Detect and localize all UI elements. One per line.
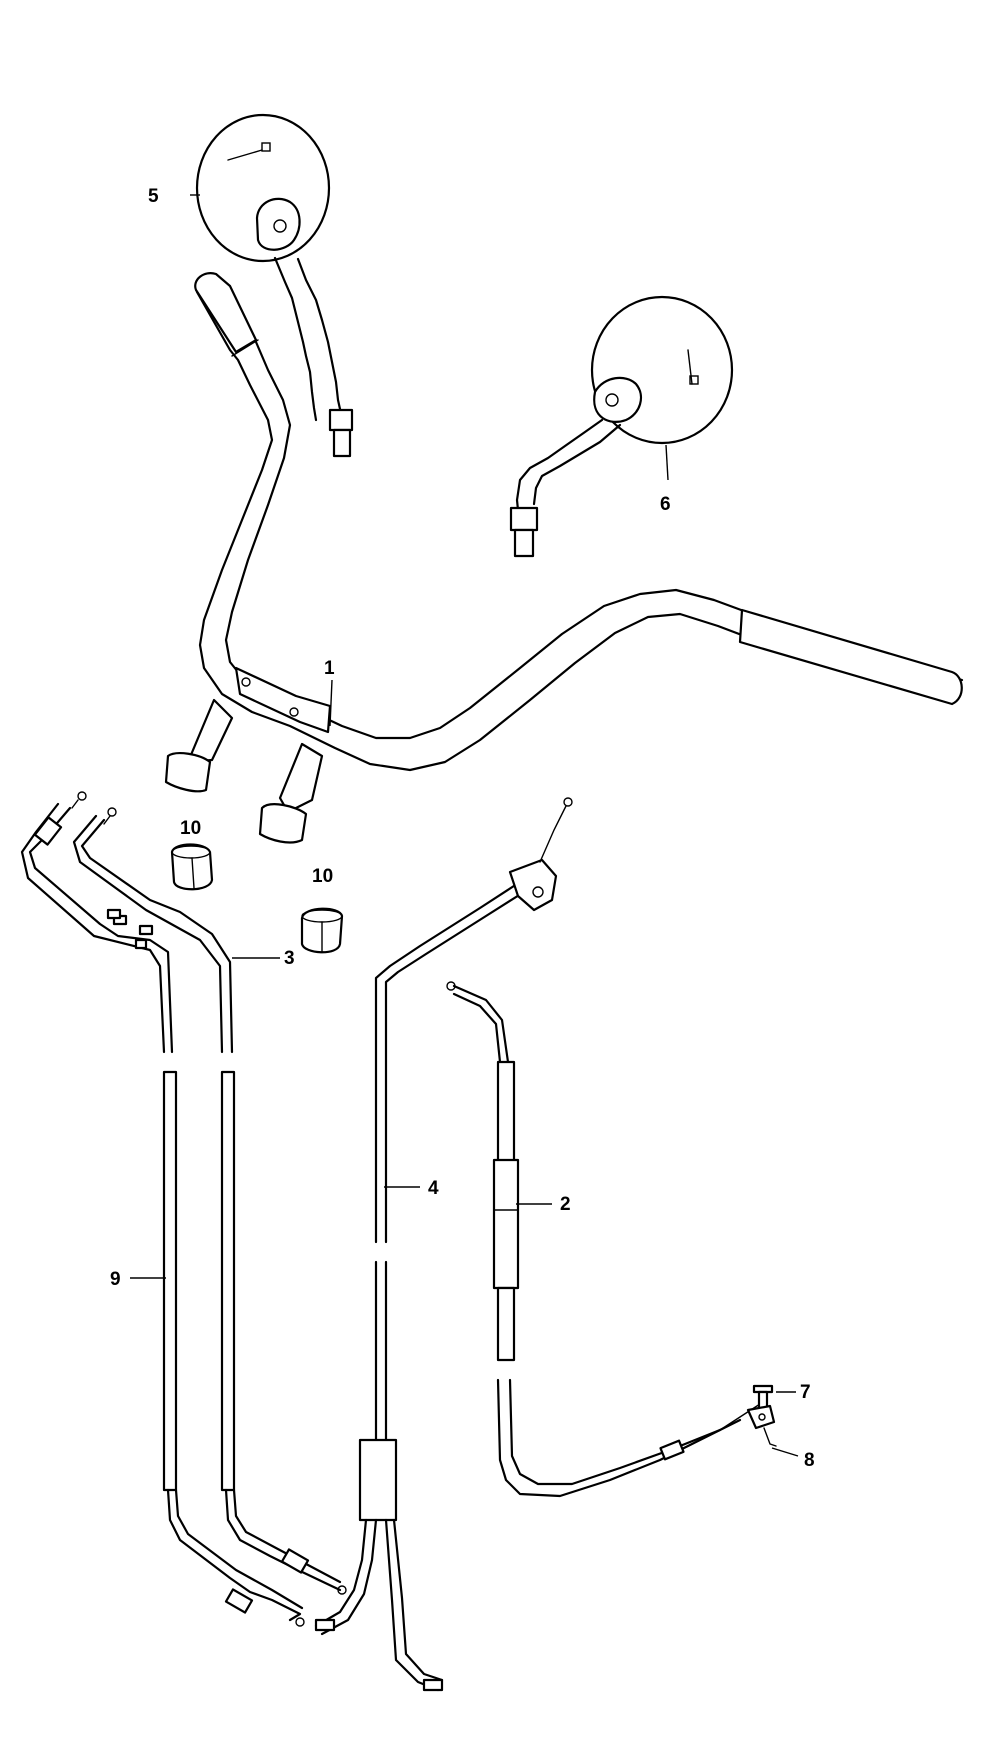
throttle-cables	[20, 791, 234, 1054]
bracket-part-8	[746, 1404, 777, 1447]
left-mirror	[195, 113, 354, 458]
right-mirror	[509, 295, 734, 558]
long-cable	[314, 797, 573, 1692]
callout-5: 5	[148, 186, 159, 207]
callout-10-right: 10	[312, 866, 333, 887]
callout-7: 7	[800, 1382, 811, 1403]
handlebar	[164, 272, 964, 844]
callout-3: 3	[284, 948, 295, 969]
clutch-cable	[446, 981, 761, 1498]
callout-8: 8	[804, 1450, 815, 1471]
callout-4: 4	[428, 1178, 439, 1199]
callout-9: 9	[110, 1269, 121, 1290]
callout-6: 6	[660, 494, 671, 515]
leader-lines	[130, 194, 799, 1457]
callout-10-left: 10	[180, 818, 201, 839]
bushing-2	[300, 907, 344, 954]
callout-1: 1	[324, 658, 335, 679]
bushing-1	[170, 843, 214, 891]
lower-throttle-cables	[162, 1070, 347, 1627]
callout-2: 2	[560, 1194, 571, 1215]
